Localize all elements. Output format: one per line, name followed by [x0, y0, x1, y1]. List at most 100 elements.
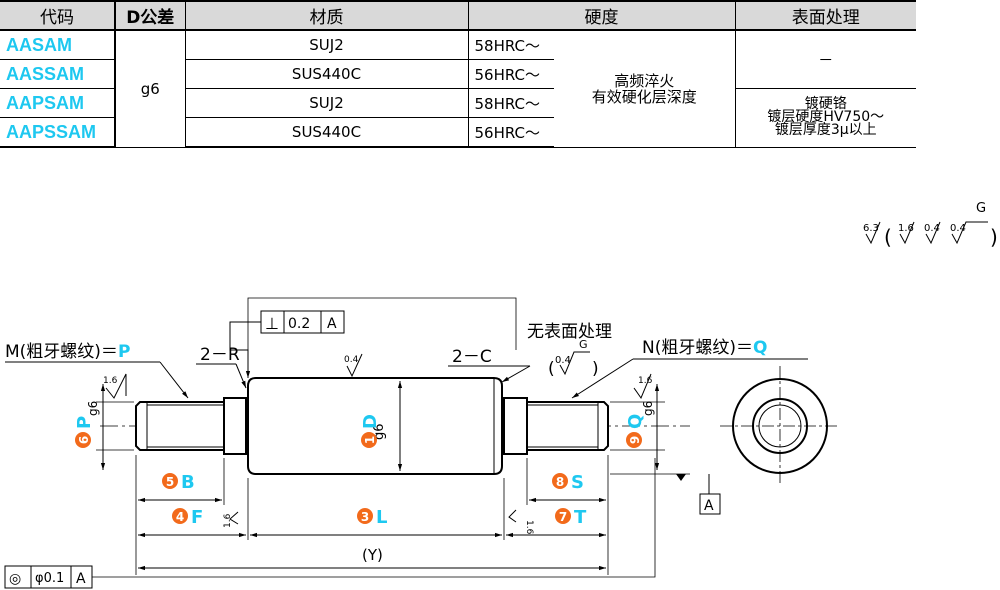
- header-surface: 表面处理: [734, 0, 916, 31]
- table-row: AASAM g6 SUJ2 58HRC～ 高频淬火 有效硬化层深度 －: [0, 29, 916, 148]
- callout-letter: S: [571, 472, 584, 493]
- roughness-right-value: 1.6: [638, 376, 653, 386]
- code-cell: AAPSSAM: [0, 117, 116, 148]
- callout-letter: T: [574, 507, 587, 528]
- roughness-f-value: 1.6: [223, 513, 233, 528]
- code-cell: AAPSAM: [0, 88, 116, 118]
- open-paren: (: [548, 359, 555, 379]
- right-thread: [526, 401, 609, 451]
- tolerance-p: g6: [86, 401, 100, 416]
- header-material: 材质: [184, 0, 469, 31]
- surface-line2: 镀层硬度HV750～: [767, 109, 885, 126]
- callout-number: 7: [559, 510, 567, 524]
- surface-line1: 镀硬铬: [804, 96, 847, 113]
- callout-letter: L: [376, 507, 387, 528]
- tolerance-q: g6: [641, 401, 655, 416]
- callout-circle: [172, 508, 188, 524]
- conc-symbol: ◎: [9, 571, 21, 587]
- left-thread: [135, 401, 225, 451]
- surface-chrome-cell: 镀硬铬 镀层硬度HV750～ 镀层厚度3μ以上: [734, 88, 916, 148]
- callout-number: 4: [176, 510, 184, 524]
- roughness-ground: ( 0.4 G ): [548, 338, 599, 379]
- perp-symbol: ⊥: [265, 314, 279, 333]
- roughness-t: 1.6: [508, 509, 534, 535]
- callout-circle: [162, 473, 178, 489]
- hardness-note-line2: 有效硬化层深度: [591, 87, 697, 106]
- table-row: AAPSAM SUJ2 58HRC～ 镀硬铬 镀层硬度HV750～ 镀层厚度3μ…: [0, 88, 916, 148]
- hardness-note-line1: 高频淬火: [614, 71, 675, 90]
- datum-a-label: A: [704, 498, 714, 514]
- total-length-label: (Y): [362, 546, 383, 564]
- leader-radius: [235, 363, 247, 389]
- concentricity-frame: ◎ φ0.1 A: [4, 458, 656, 589]
- roughness-symbol-main: 6.3: [863, 221, 881, 245]
- leader-chamfer: [501, 365, 531, 383]
- callout-number: 5: [166, 475, 174, 489]
- perp-leader: [229, 321, 261, 378]
- roughness-symbol-3: 0.4 G: [950, 201, 988, 245]
- thread-right-label: N(粗牙螺纹)＝Q: [642, 338, 767, 358]
- perpendicularity-frame: ⊥ 0.2 A: [229, 310, 345, 378]
- callout-letter: F: [191, 507, 203, 528]
- conc-datum: A: [76, 571, 86, 587]
- material-cell: SUJ2: [184, 88, 469, 118]
- surface-none-cell: －: [734, 29, 916, 89]
- header-hardness: 硬度: [467, 0, 736, 31]
- shaft: [135, 377, 609, 475]
- leader-left-thread: [159, 361, 189, 399]
- callout-letter: P: [74, 416, 95, 429]
- conc-value: φ0.1: [35, 571, 64, 586]
- thread-left-label: M(粗牙螺纹)＝P: [5, 342, 130, 362]
- roughness-right-thread: 1.6: [633, 373, 653, 400]
- header-tolerance: D公差: [114, 0, 186, 31]
- callout-number: 6: [77, 436, 91, 444]
- roughness-ground-value: 0.4: [555, 355, 571, 366]
- spec-table: 代码 D公差 材质 硬度 表面处理 AASAM g6 SUJ2 58HRC～ 高…: [0, 0, 916, 148]
- material-cell: SUS440C: [184, 59, 469, 89]
- callout-circle: [361, 432, 377, 448]
- roughness-body-value: 0.4: [344, 355, 359, 365]
- callout-letter: B: [181, 472, 195, 493]
- hardness-note: 高频淬火 有效硬化层深度: [554, 29, 736, 148]
- material-cell: SUS440C: [184, 117, 469, 148]
- table-header-row: 代码 D公差 材质 硬度 表面处理: [0, 0, 916, 31]
- surface-line3: 镀层厚度3μ以上: [774, 122, 877, 139]
- hardness-cell: 58HRC～: [467, 88, 554, 118]
- roughness-t-value: 1.6: [524, 520, 534, 535]
- table-row: AAPSSAM SUS440C 56HRC～: [0, 117, 916, 148]
- roughness-body: 0.4: [344, 353, 363, 378]
- roughness-f: 1.6: [223, 511, 239, 528]
- roughness-left-thread: 1.6: [103, 373, 127, 399]
- callout-number: 3: [361, 510, 369, 524]
- roughness-symbol-2: 0.4: [924, 221, 941, 245]
- hardness-cell: 58HRC～: [467, 29, 554, 60]
- callout-circle: [357, 508, 373, 524]
- open-paren: (: [884, 225, 892, 249]
- callout-circle: [555, 508, 571, 524]
- callout-d: 1D: [360, 414, 381, 448]
- datum-a: A: [610, 473, 721, 515]
- perp-value: 0.2: [288, 316, 310, 332]
- roughness-main-value: 6.3: [863, 223, 879, 234]
- radius-label: 2－R: [200, 345, 240, 365]
- callout-letter: Q: [625, 414, 646, 429]
- no-surface-leader: [247, 297, 517, 378]
- end-view: [720, 366, 840, 486]
- chamfer-label: 2－C: [452, 347, 492, 367]
- callout-number: 1: [363, 436, 377, 444]
- perp-datum: A: [327, 316, 337, 332]
- no-surface-label: 无表面处理: [527, 322, 612, 342]
- thread-right-symbol: Q: [753, 338, 767, 358]
- callout-letter: D: [360, 414, 381, 429]
- close-paren: ): [990, 225, 998, 249]
- hardness-cell: 56HRC～: [467, 117, 554, 148]
- roughness-left-value: 1.6: [103, 376, 118, 386]
- callout-number: 8: [556, 475, 564, 489]
